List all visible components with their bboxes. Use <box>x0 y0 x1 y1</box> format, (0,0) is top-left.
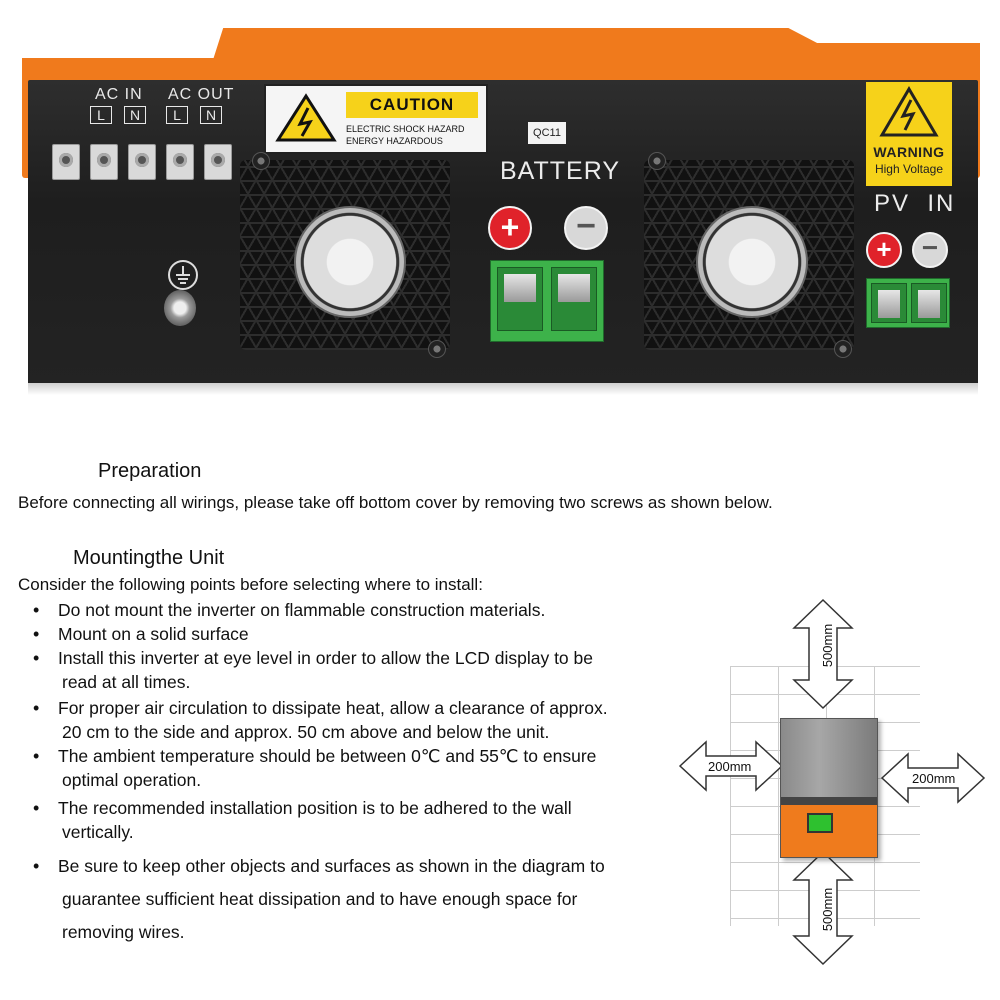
ac-terminal <box>128 144 156 180</box>
bottom-clearance-label: 500mm <box>820 887 836 932</box>
ac-out-l-label: L <box>166 106 188 124</box>
top-clearance-label: 500mm <box>820 623 836 668</box>
list-item: •Do not mount the inverter on flammable … <box>33 600 546 620</box>
left-clearance-label: 200mm <box>708 759 752 774</box>
screw <box>428 340 446 358</box>
ac-in-l-label: L <box>90 106 112 124</box>
panel-shadow <box>28 383 978 395</box>
caution-label: CAUTION ELECTRIC SHOCK HAZARD ENERGY HAZ… <box>264 84 488 154</box>
preparation-text: Before connecting all wirings, please ta… <box>18 493 773 512</box>
pv-negative-icon: − <box>912 232 948 268</box>
electric-hazard-icon <box>274 92 338 144</box>
pv-positive-icon: + <box>866 232 902 268</box>
inverter-unit <box>780 718 878 858</box>
lcd-display <box>807 813 833 833</box>
ac-out-label: AC OUT <box>168 86 235 103</box>
list-item: •Be sure to keep other objects and surfa… <box>33 856 605 942</box>
fan-right <box>696 206 808 318</box>
ac-terminal <box>90 144 118 180</box>
pv-in-label: PV IN <box>874 190 956 217</box>
caution-title: CAUTION <box>346 92 478 118</box>
clearance-diagram: 500mm 500mm 200mm 200mm <box>672 596 990 968</box>
mounting-heading: Mountingthe Unit <box>73 547 225 569</box>
battery-terminal-block <box>490 260 604 342</box>
ac-terminal <box>166 144 194 180</box>
caution-line-1: ELECTRIC SHOCK HAZARD <box>346 124 465 134</box>
list-item: •The ambient temperature should be betwe… <box>33 746 597 790</box>
mounting-bullet-list: •Do not mount the inverter on flammable … <box>30 598 680 949</box>
battery-label: BATTERY <box>500 157 620 185</box>
list-item: •The recommended installation position i… <box>33 798 572 842</box>
ac-in-n-label: N <box>124 106 146 124</box>
caution-line-2: ENERGY HAZARDOUS <box>346 136 443 146</box>
warning-subtitle: High Voltage <box>874 162 944 176</box>
fan-grille-right <box>644 160 854 350</box>
ac-out-n-label: N <box>200 106 222 124</box>
mounting-intro: Consider the following points before sel… <box>18 575 483 594</box>
fan-left <box>294 206 406 318</box>
warning-title: WARNING <box>873 144 945 160</box>
screw <box>648 152 666 170</box>
screw <box>252 152 270 170</box>
ground-symbol-icon <box>168 260 198 290</box>
inverter-bottom-photo: AC IN AC OUT L N L N CAUTION ELECTRIC SH… <box>0 0 1000 400</box>
list-item: •Mount on a solid surface <box>33 624 249 644</box>
ac-terminal <box>204 144 232 180</box>
high-voltage-icon <box>879 86 939 137</box>
battery-negative-icon: − <box>564 206 608 250</box>
battery-positive-icon: + <box>488 206 532 250</box>
screw <box>834 340 852 358</box>
list-item: •Install this inverter at eye level in o… <box>33 648 593 692</box>
ac-in-label: AC IN <box>95 86 143 103</box>
ground-bolt <box>164 290 196 326</box>
pv-terminal-block <box>866 278 950 328</box>
clearance-arrows <box>678 598 986 966</box>
ac-terminal <box>52 144 80 180</box>
right-clearance-label: 200mm <box>912 771 956 786</box>
preparation-heading: Preparation <box>98 460 202 482</box>
warning-label: WARNING High Voltage <box>866 82 952 186</box>
qc-tag: QC11 <box>528 122 566 144</box>
list-item: •For proper air circulation to dissipate… <box>33 698 608 742</box>
